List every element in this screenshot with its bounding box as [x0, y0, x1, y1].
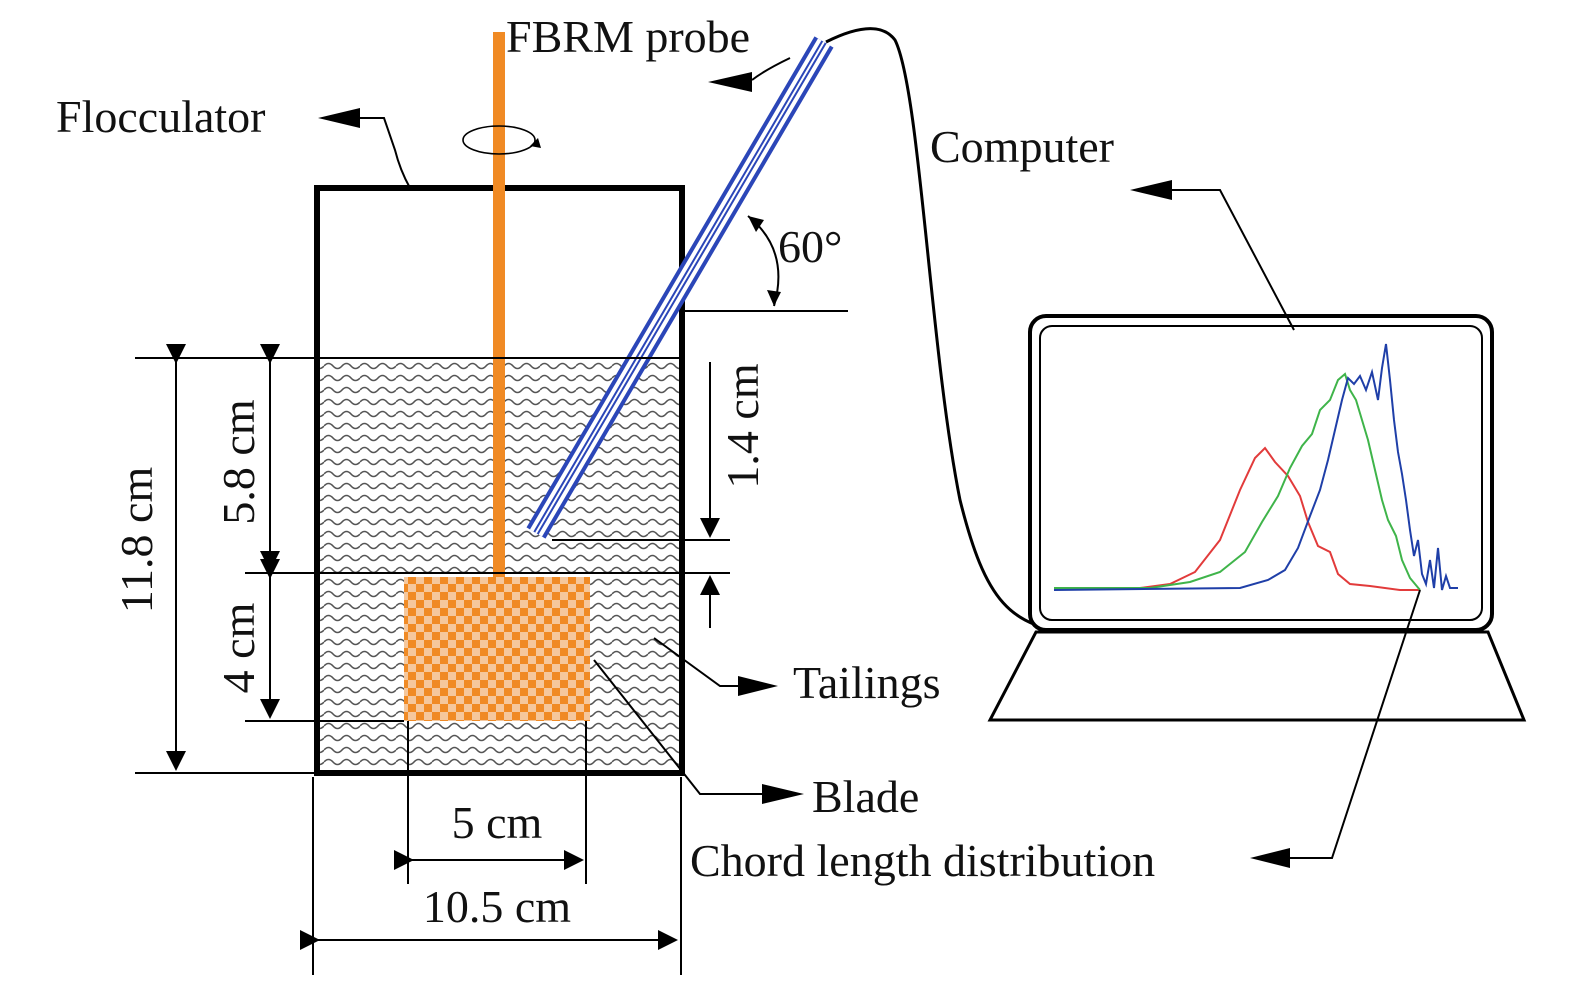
dim-total-height: 11.8 cm: [111, 467, 162, 614]
stirrer-shaft: [493, 32, 505, 577]
label-chord-length-distribution: Chord length distribution: [690, 835, 1155, 886]
probe-cable: [825, 27, 1081, 634]
chord-length-plot: [1053, 343, 1458, 591]
label-flocculator: Flocculator: [56, 91, 266, 142]
computer: [987, 314, 1527, 722]
angle-label: 60°: [778, 221, 842, 272]
label-blade: Blade: [812, 771, 919, 822]
label-tailings: Tailings: [793, 657, 941, 708]
rotation-icon: [462, 125, 541, 155]
dim-blade-width: 5 cm: [452, 797, 543, 848]
blade: [404, 577, 590, 721]
curve-green: [1054, 372, 1421, 591]
dim-probe-depth: 1.4 cm: [717, 363, 768, 488]
label-fbrm-probe: FBRM probe: [506, 11, 750, 62]
curve-blue: [1053, 343, 1458, 591]
label-computer: Computer: [930, 121, 1114, 172]
dim-blade-height: 4 cm: [213, 602, 264, 693]
fbrm-probe: [526, 36, 834, 539]
dim-vessel-width: 10.5 cm: [423, 881, 571, 932]
dim-upper-height: 5.8 cm: [213, 399, 264, 524]
curve-red: [1054, 446, 1420, 591]
